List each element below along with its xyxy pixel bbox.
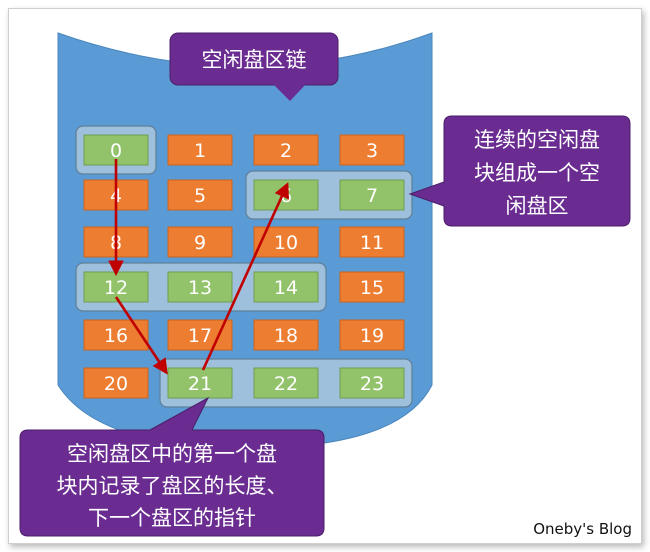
chain-arrows [108,159,289,375]
title-callout-tail [273,84,306,101]
block-number: 19 [360,325,384,347]
block-number: 7 [366,185,378,207]
used-block-rect [339,319,405,351]
free-block-rect [339,179,405,211]
block-11: 11 [339,226,405,258]
callout-right-bubble [408,115,631,227]
block-number: 14 [274,277,298,299]
callout-right-line-2: 块组成一个空 [474,161,600,185]
block-number: 12 [104,277,128,299]
block-13: 13 [167,271,233,303]
block-number: 5 [194,185,206,207]
block-number: 16 [104,325,128,347]
block-2: 2 [253,134,319,166]
block-17: 17 [167,319,233,351]
callout-bottom-line-3: 下一个盘区的指针 [88,506,256,530]
used-block-rect [83,367,149,399]
block-12: 12 [83,271,149,303]
watermark: Oneby's Blog [533,520,632,538]
title-callout-box [169,32,339,86]
block-3: 3 [339,134,405,166]
used-block-rect [253,134,319,166]
block-16: 16 [83,319,149,351]
block-number: 2 [280,140,292,162]
block-number: 9 [194,232,206,254]
block-15: 15 [339,271,405,303]
block-number: 11 [360,232,384,254]
used-block-rect [83,319,149,351]
block-number: 18 [274,325,298,347]
title-callout: 空闲盘区链 [169,32,339,101]
block-20: 20 [83,367,149,399]
chain-arrow-12-to-21 [114,296,168,375]
block-22: 22 [253,367,319,399]
block-1: 1 [167,134,233,166]
used-block-rect [167,134,233,166]
block-5: 5 [167,179,233,211]
free-block-rect [167,367,233,399]
block-grid: 01234567891011121314151617181920212223 [83,134,405,399]
used-block-rect [167,226,233,258]
block-6: 6 [253,179,319,211]
block-number: 20 [104,373,128,395]
used-block-rect [167,179,233,211]
block-number: 3 [366,140,378,162]
block-7: 7 [339,179,405,211]
callout-bottom-line-1: 空闲盘区中的第一个盘 [67,442,277,466]
block-number: 17 [188,325,212,347]
block-number: 21 [188,373,212,395]
block-number: 15 [360,277,384,299]
free-block-rect [83,271,149,303]
free-block-rect [253,367,319,399]
used-block-rect [167,319,233,351]
used-block-rect [339,134,405,166]
free-block-rect [253,271,319,303]
callout-bottom-bubble [19,396,325,537]
callout-right-line-3: 闲盘区 [506,194,569,218]
used-block-rect [253,319,319,351]
block-10: 10 [253,226,319,258]
callout-bottom: 空闲盘区中的第一个盘 块内记录了盘区的长度、 下一个盘区的指针 [19,396,325,537]
free-block-rect [339,367,405,399]
block-number: 1 [194,140,206,162]
block-number: 22 [274,373,298,395]
block-21: 21 [167,367,233,399]
title-label: 空闲盘区链 [202,48,307,72]
callout-right-line-1: 连续的空闲盘 [474,128,600,152]
free-block-rect [167,271,233,303]
callout-right: 连续的空闲盘 块组成一个空 闲盘区 [408,115,631,227]
block-18: 18 [253,319,319,351]
used-block-rect [339,226,405,258]
callout-bottom-line-2: 块内记录了盘区的长度、 [57,474,288,498]
chain-arrow-21-to-6 [201,182,289,371]
block-19: 19 [339,319,405,351]
block-number: 0 [110,140,122,162]
block-number: 23 [360,373,384,395]
block-9: 9 [167,226,233,258]
block-14: 14 [253,271,319,303]
block-23: 23 [339,367,405,399]
block-number: 13 [188,277,212,299]
used-block-rect [339,271,405,303]
block-number: 10 [274,232,298,254]
